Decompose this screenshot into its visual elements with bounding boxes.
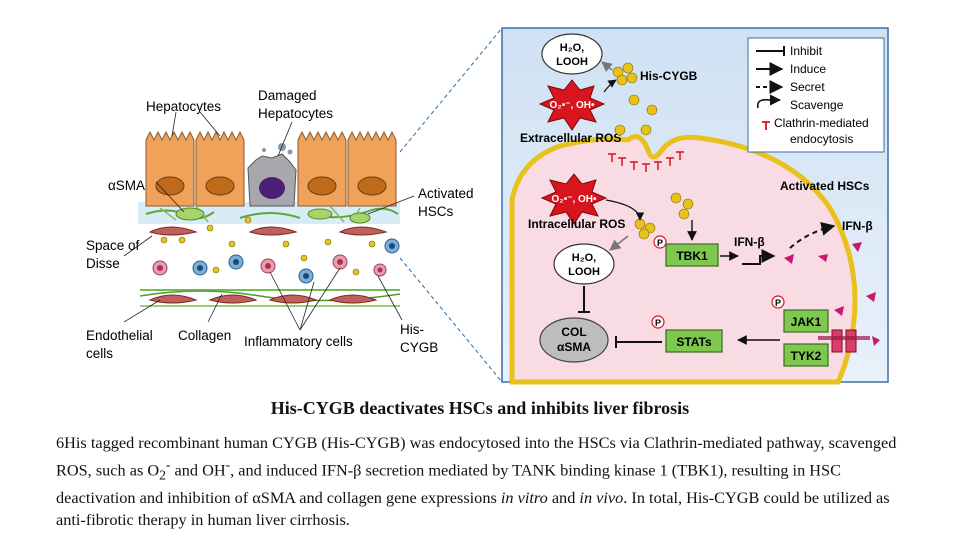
liver-tissue bbox=[123, 27, 503, 383]
label-his-cygb: His-CYGB bbox=[640, 69, 698, 83]
hsc-cell bbox=[349, 212, 371, 224]
label-damaged-2: Hepatocytes bbox=[258, 106, 333, 121]
ros-burst-extracellular: O₂•⁻, OH• bbox=[538, 79, 606, 131]
fibrosis-diagram: Hepatocytes Damaged Hepatocytes αSMA Act… bbox=[86, 27, 889, 385]
legend-inhibit: Inhibit bbox=[790, 44, 823, 58]
figure-caption: 6His tagged recombinant human CYGB (His-… bbox=[56, 432, 908, 531]
hsc-cell bbox=[307, 208, 333, 220]
label-intracellular-ros: Intracellular ROS bbox=[528, 217, 625, 231]
jak1-box: JAK1 bbox=[783, 309, 829, 333]
label-collagen: Collagen bbox=[178, 328, 231, 343]
label-ifn-outer: IFN-β bbox=[842, 219, 873, 233]
legend-clathrin-1: Clathrin-mediated bbox=[774, 116, 869, 130]
caption-sup: - bbox=[225, 457, 231, 472]
svg-text:COL: COL bbox=[561, 325, 586, 339]
svg-text:H₂O,: H₂O, bbox=[560, 42, 584, 54]
label-space-2: Disse bbox=[86, 256, 120, 271]
his-cygb-dots bbox=[160, 216, 376, 276]
svg-text:P: P bbox=[775, 298, 781, 308]
caption-text: 6His tagged recombinant human CYGB (His-… bbox=[56, 433, 897, 480]
label-hepatocytes: Hepatocytes bbox=[146, 99, 221, 114]
label-activated-hscs: Activated HSCs bbox=[780, 179, 870, 193]
h2o-looh-top: H₂O, LOOH bbox=[541, 33, 603, 75]
damaged-hepatocyte bbox=[247, 143, 297, 207]
label-space-1: Space of bbox=[86, 238, 140, 253]
h2o-looh-mid: H₂O, LOOH bbox=[553, 243, 615, 285]
col-asma-node: COL αSMA bbox=[539, 317, 609, 363]
label-ifn-inner: IFN-β bbox=[734, 235, 765, 249]
label-endo-1: Endothelial bbox=[86, 328, 153, 343]
svg-text:O₂•⁻, OH•: O₂•⁻, OH• bbox=[551, 194, 597, 205]
svg-text:LOOH: LOOH bbox=[556, 56, 588, 68]
caption-sub: 2 bbox=[159, 467, 166, 483]
label-pointers bbox=[123, 111, 415, 331]
svg-text:O₂•⁻, OH•: O₂•⁻, OH• bbox=[549, 100, 595, 111]
ros-burst-intracellular: O₂•⁻, OH• bbox=[540, 173, 608, 225]
hepatocyte bbox=[347, 130, 397, 207]
hepatocyte bbox=[195, 130, 245, 207]
svg-text:P: P bbox=[655, 318, 661, 328]
label-damaged-1: Damaged bbox=[258, 88, 317, 103]
label-activated-1: Activated bbox=[418, 186, 474, 201]
figure-title: His-CYGB deactivates HSCs and inhibits l… bbox=[270, 398, 690, 418]
caption-text: . In total, His-CYGB could be utilized a… bbox=[56, 487, 890, 529]
legend: Inhibit Induce Secret Scavenge Clathrin-… bbox=[747, 37, 885, 153]
stats-box: STATs bbox=[665, 329, 723, 353]
legend-clathrin-2: endocytosis bbox=[790, 132, 853, 146]
svg-text:αSMA: αSMA bbox=[557, 340, 591, 354]
svg-text:P: P bbox=[657, 238, 663, 248]
cygb-dots-right bbox=[614, 94, 694, 240]
his-cygb-cluster bbox=[612, 62, 638, 86]
phospho-badge: P bbox=[653, 235, 667, 249]
caption-text: and bbox=[547, 487, 580, 507]
legend-secret: Secret bbox=[790, 80, 825, 94]
clathrin-marks bbox=[608, 151, 684, 172]
ifn-triangles bbox=[784, 242, 880, 346]
svg-text:TYK2: TYK2 bbox=[791, 349, 822, 363]
svg-text:LOOH: LOOH bbox=[568, 266, 600, 278]
legend-induce: Induce bbox=[790, 62, 826, 76]
endothelial-layer bbox=[139, 289, 401, 307]
label-endo-2: cells bbox=[86, 346, 113, 361]
activated-hscs-layer bbox=[145, 205, 399, 236]
svg-text:JAK1: JAK1 bbox=[791, 315, 822, 329]
caption-italic: in vivo bbox=[579, 487, 624, 507]
tyk2-box: TYK2 bbox=[783, 343, 829, 367]
label-extracellular-ros: Extracellular ROS bbox=[520, 131, 621, 145]
svg-text:H₂O,: H₂O, bbox=[572, 252, 596, 264]
svg-text:STATs: STATs bbox=[676, 335, 712, 349]
label-inflammatory: Inflammatory cells bbox=[244, 334, 353, 349]
label-hiscygb-2: CYGB bbox=[400, 340, 438, 355]
caption-sup: - bbox=[165, 457, 171, 472]
hepatocyte bbox=[145, 130, 195, 207]
tbk1-box: TBK1 bbox=[665, 243, 719, 267]
inflammatory-cells bbox=[152, 238, 400, 284]
receptor bbox=[818, 329, 870, 353]
label-activated-2: HSCs bbox=[418, 204, 454, 219]
label-hiscygb-1: His- bbox=[400, 322, 424, 337]
caption-text: and OH bbox=[170, 460, 226, 480]
svg-text:TBK1: TBK1 bbox=[676, 249, 708, 263]
hepatocyte-row bbox=[145, 130, 397, 207]
hsc-cell bbox=[175, 207, 205, 221]
hepatocyte bbox=[297, 130, 347, 207]
caption-text: , and induced IFN-β secretion mediated b… bbox=[56, 460, 841, 507]
caption-italic: in vitro bbox=[500, 487, 548, 507]
phospho-badge: P bbox=[651, 315, 665, 329]
phospho-badge: P bbox=[771, 295, 785, 309]
label-asma: αSMA bbox=[108, 178, 145, 193]
legend-scavenge: Scavenge bbox=[790, 98, 844, 112]
